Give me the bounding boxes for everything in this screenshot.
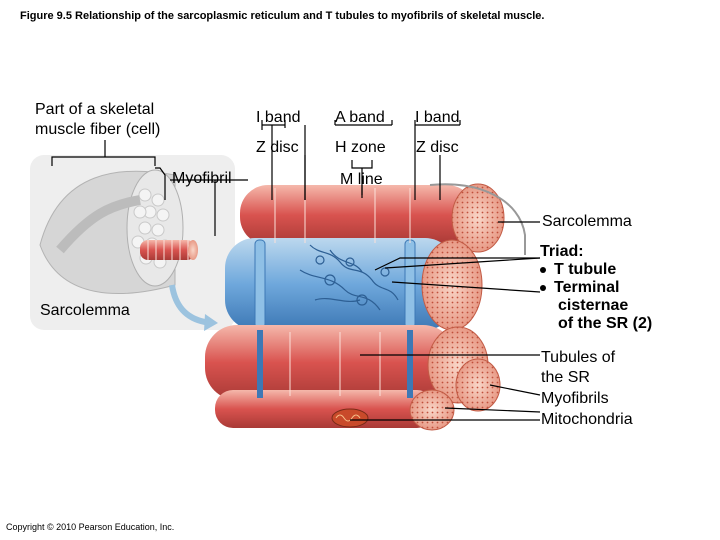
triad-label-group: Triad: T tubule Terminal cisternae of th… <box>540 243 652 333</box>
bullet-icon <box>540 266 546 273</box>
sarcolemma-right-label: Sarcolemma <box>542 213 632 230</box>
a-band-label: A band <box>335 109 385 126</box>
sr-network <box>299 244 399 311</box>
terminal-cisternae-line1: Terminal <box>554 279 620 296</box>
myofibril-small <box>140 240 198 260</box>
right-label-leaders <box>350 221 541 421</box>
tubules-sr-line2: the SR <box>541 369 590 386</box>
lower-myofibril <box>215 390 435 428</box>
myofibril-stack <box>205 183 526 431</box>
t-tubule-label: T tubule <box>554 261 617 278</box>
i-band-left-label: I band <box>256 109 301 126</box>
t-tubule-item: T tubule <box>540 261 652 279</box>
fiber-overview-panel <box>30 155 235 331</box>
figure-title: Figure 9.5 Relationship of the sarcoplas… <box>20 10 545 22</box>
terminal-cisternae-item: Terminal <box>540 279 652 297</box>
terminal-cisternae-count: (2) <box>632 315 653 332</box>
mitochondria-label: Mitochondria <box>541 411 633 428</box>
band-leaders <box>261 120 461 200</box>
fiber-label-line2: muscle fiber (cell) <box>35 121 161 138</box>
tubules-sr-line1: Tubules of <box>541 349 616 366</box>
fiber-label: Part of a skeletal muscle fiber (cell) <box>35 100 160 140</box>
terminal-cisternae-line3-row: of the SR (2) <box>540 315 652 333</box>
h-zone-label: H zone <box>335 139 386 156</box>
top-myofibril <box>240 185 475 245</box>
fiber-label-line1: Part of a skeletal <box>35 101 155 118</box>
sr-wrapped-myofibril <box>225 238 455 330</box>
t-tubule-rings <box>254 239 416 329</box>
myofibrils-label: Myofibrils <box>541 390 609 407</box>
bottom-myofibril <box>205 325 455 400</box>
copyright: Copyright © 2010 Pearson Education, Inc. <box>6 522 175 532</box>
m-line-label: M line <box>340 171 383 188</box>
left-label-leaders <box>51 140 248 236</box>
fiber-bundle <box>39 169 184 295</box>
zoom-arrow <box>169 284 206 325</box>
z-disc-left-label: Z disc <box>256 139 299 156</box>
terminal-cisternae-line3: of the SR <box>558 315 629 332</box>
zoom-arrow-head <box>204 314 218 331</box>
triad-label: Triad: <box>540 243 584 260</box>
z-disc-right-label: Z disc <box>416 139 459 156</box>
sarcolemma-left-label: Sarcolemma <box>40 302 130 319</box>
myofibril-label: Myofibril <box>172 170 232 187</box>
myofibril-cross-sections <box>409 183 505 431</box>
tubules-sr-label: Tubules of the SR <box>541 348 615 388</box>
i-band-right-label: I band <box>415 109 460 126</box>
sr-bands-lower <box>257 330 413 398</box>
sarcolemma-outline <box>429 183 526 255</box>
terminal-cisternae-line2: cisternae <box>558 297 629 314</box>
bullet-icon <box>540 284 546 291</box>
